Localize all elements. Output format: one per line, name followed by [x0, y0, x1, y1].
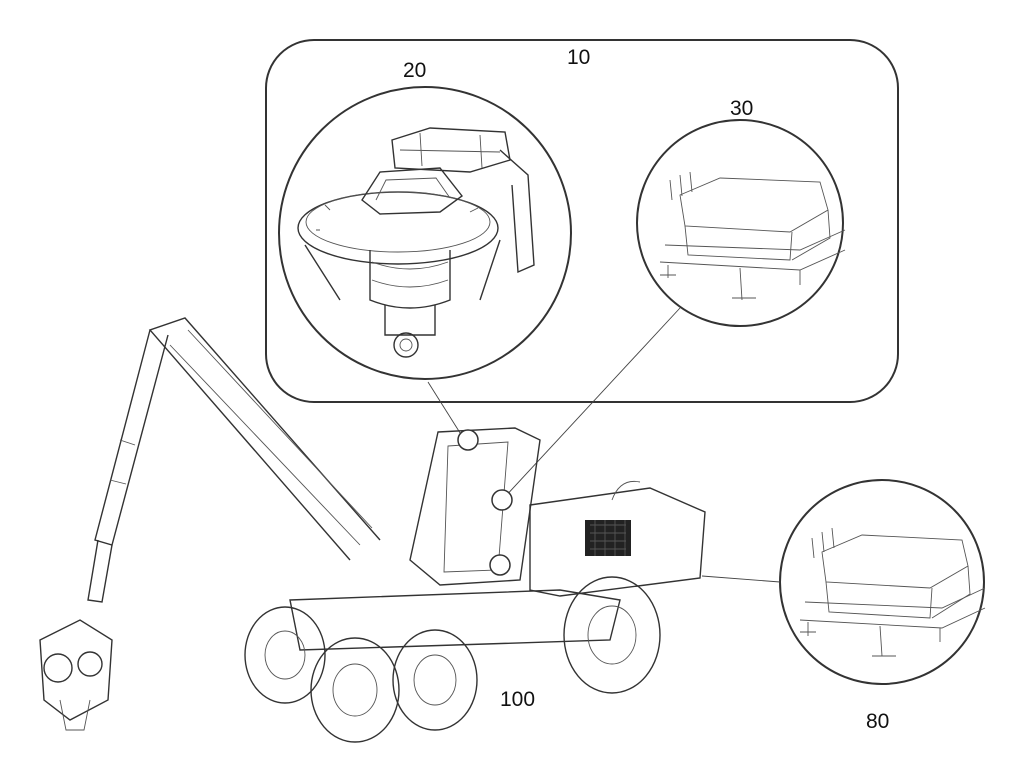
- control-box-icon: [659, 171, 846, 301]
- label-system: 10: [567, 46, 591, 69]
- sensor-lower-dot: [489, 554, 511, 576]
- control-unit-detail: [636, 119, 846, 327]
- label-control-unit: 30: [730, 97, 754, 120]
- leader-line-control: [501, 307, 681, 501]
- camera-unit-detail: [278, 86, 572, 380]
- camera-head-icon: [297, 127, 535, 358]
- forest-harvester-icon: [39, 317, 706, 743]
- control-detail-circle: [636, 119, 844, 327]
- label-external-unit: 80: [866, 710, 890, 733]
- external-unit-detail: [779, 479, 986, 685]
- leader-line-camera: [427, 381, 463, 437]
- system-boundary-frame: [265, 39, 899, 403]
- label-camera-unit: 20: [403, 59, 427, 82]
- leader-line-external: [701, 575, 781, 583]
- camera-detail-circle: [278, 86, 572, 380]
- label-harvester: 100: [500, 688, 536, 711]
- engine-grille: [585, 520, 631, 556]
- control-box-icon: [799, 527, 986, 657]
- sensor-camera-dot: [457, 429, 479, 451]
- sensor-control-dot: [491, 489, 513, 511]
